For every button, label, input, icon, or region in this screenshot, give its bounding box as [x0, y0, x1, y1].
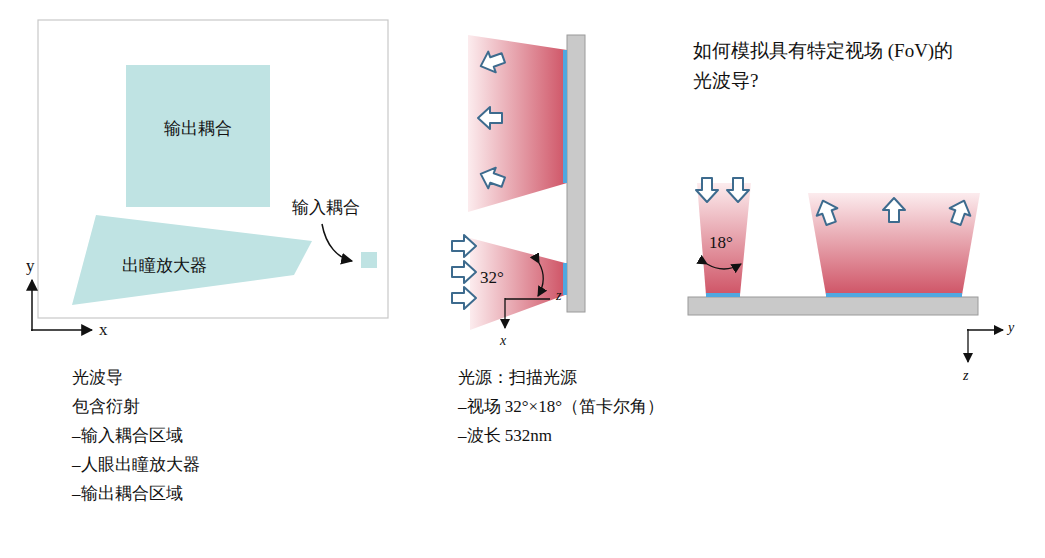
waveguide-plate	[688, 297, 978, 315]
question-title: 如何模拟具有特定视场 (FoV)的光波导?	[693, 36, 955, 97]
light-arrow	[696, 178, 718, 202]
y-axis	[967, 329, 1003, 330]
input-coupler-square	[361, 252, 377, 268]
region-label: 出瞳放大器	[122, 254, 207, 277]
light-arrow	[452, 261, 476, 283]
description-text: 光波导	[72, 368, 123, 388]
description-text: –输出耦合区域	[72, 484, 183, 504]
output-light-cone	[808, 193, 980, 295]
light-arrow	[946, 197, 975, 227]
axis-label: z	[556, 288, 561, 305]
light-arrow	[452, 235, 476, 257]
grating	[826, 293, 962, 297]
light-arrow	[883, 198, 905, 222]
grating	[563, 50, 567, 183]
input-light-fan	[470, 238, 565, 330]
x-axis	[504, 298, 505, 328]
light-arrow	[813, 197, 842, 227]
angle-arc	[707, 264, 741, 269]
z-axis	[967, 329, 968, 362]
y-axis	[31, 280, 33, 331]
description-text: –视场 32°×18°（笛卡尔角）	[458, 397, 664, 417]
axis-label: x	[500, 333, 506, 350]
grating	[563, 263, 567, 295]
angle-label: 18°	[709, 233, 733, 253]
description-text: –人眼出瞳放大器	[72, 455, 200, 475]
light-arrow	[478, 107, 502, 129]
region-label: 输出耦合	[164, 117, 232, 140]
light-arrow	[477, 48, 507, 77]
description-text: 包含衍射	[72, 397, 140, 417]
output-light-fan	[468, 35, 567, 212]
light-arrow	[452, 287, 476, 309]
angle-arc	[538, 263, 543, 296]
axis-label: x	[99, 320, 108, 340]
axis-label: z	[963, 368, 968, 385]
description-text: 光源：扫描光源	[458, 368, 577, 388]
waveguide-frame	[38, 20, 388, 318]
axis-label: y	[26, 256, 35, 276]
pupil-expander-region: 出瞳放大器	[72, 213, 314, 307]
grating	[706, 293, 740, 297]
description-text: –输入耦合区域	[72, 426, 183, 446]
description-text: –波长 532nm	[458, 426, 552, 446]
output-coupler-region: 输出耦合	[126, 65, 270, 207]
input-coupler-region: 输入耦合	[292, 196, 382, 272]
axis-label: y	[1008, 320, 1014, 337]
light-arrow	[727, 178, 749, 202]
x-axis	[31, 329, 92, 331]
light-arrow	[477, 164, 507, 193]
z-axis	[505, 298, 550, 299]
waveguide-plate	[567, 35, 585, 312]
leader-line	[322, 224, 352, 261]
region-label: 输入耦合	[292, 196, 360, 219]
angle-label: 32°	[480, 268, 504, 288]
